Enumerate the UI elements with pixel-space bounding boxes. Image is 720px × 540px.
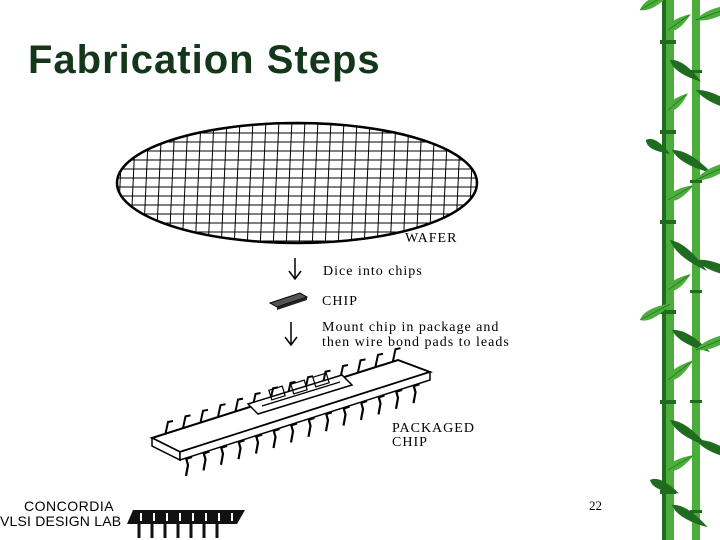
packaged-chip-illustration xyxy=(152,348,430,476)
wafer-label: WAFER xyxy=(405,231,457,246)
logo-line1: CONCORDIA xyxy=(24,498,114,514)
packaged-chip-label-line1: PACKAGED xyxy=(392,421,475,436)
chip-logo-icon xyxy=(125,498,255,540)
concordia-vlsi-logo: CONCORDIA VLSI DESIGN LAB xyxy=(0,498,260,540)
mount-step-label-line2: then wire bond pads to leads xyxy=(322,335,510,350)
logo-line2: VLSI DESIGN LAB xyxy=(0,513,121,529)
mount-step-label-line1: Mount chip in package and xyxy=(322,320,499,335)
packaged-chip-label-line2: CHIP xyxy=(392,435,428,450)
page-number: 22 xyxy=(589,498,602,514)
chip-label: CHIP xyxy=(322,294,358,309)
bamboo-decoration xyxy=(610,0,720,540)
arrow-mount xyxy=(285,322,297,345)
chip-illustration xyxy=(270,293,307,310)
arrow-dice xyxy=(289,258,301,279)
dice-step-label: Dice into chips xyxy=(323,264,423,279)
